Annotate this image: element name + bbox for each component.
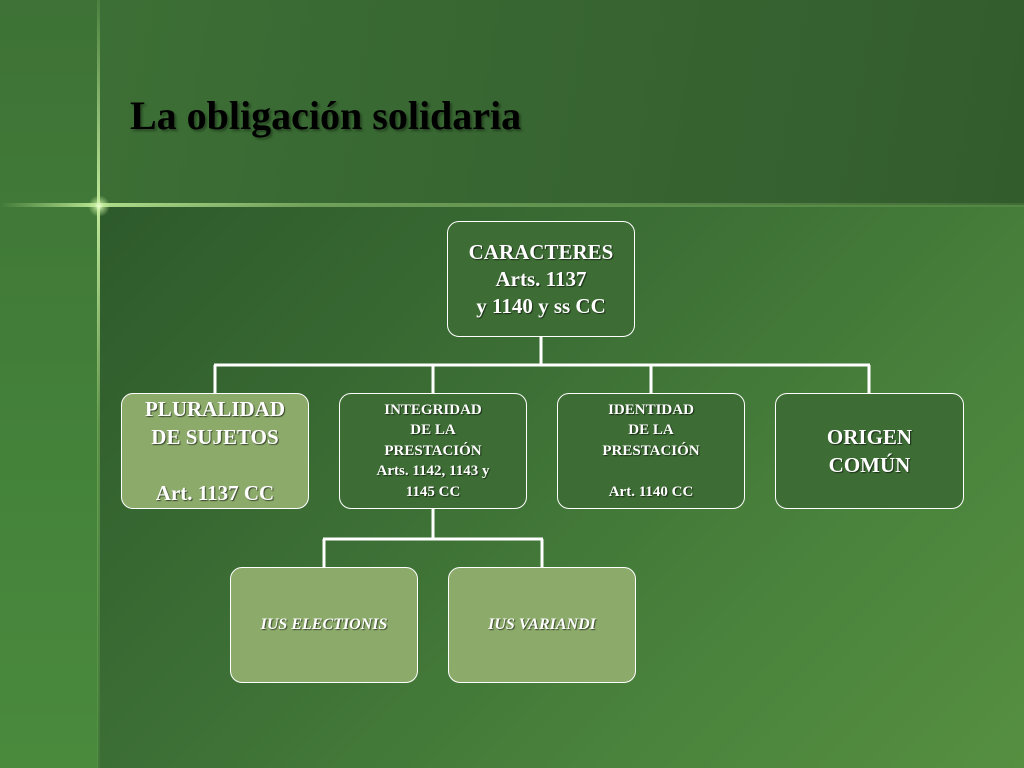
node-identidad-line-2: DE LA	[628, 422, 674, 439]
node-pluralidad-spacer	[212, 451, 217, 479]
node-origen-comun: ORIGEN COMÚN	[775, 393, 964, 509]
background-left-strip	[0, 0, 98, 768]
node-identidad-line-5: Art. 1140 CC	[608, 483, 694, 500]
node-caracteres: CARACTERES Arts. 1137 y 1140 y ss CC	[447, 221, 635, 337]
node-integridad-line-3: PRESTACIÓN	[384, 442, 482, 459]
node-identidad-de-la-prestacion: IDENTIDAD DE LA PRESTACIÓN Art. 1140 CC	[557, 393, 745, 509]
node-caracteres-line-3: y 1140 y ss CC	[476, 293, 606, 318]
node-origen-line-2: COMÚN	[828, 453, 911, 477]
node-integridad-line-4: Arts. 1142, 1143 y	[376, 463, 490, 480]
node-integridad-line-2: DE LA	[410, 422, 456, 439]
decorative-horizontal-glow-line	[0, 203, 1024, 207]
node-pluralidad-line-4: Art. 1137 CC	[155, 481, 275, 505]
node-ius-variandi-label: IUS VARIANDI	[488, 616, 596, 633]
node-integridad-line-5: 1145 CC	[405, 483, 461, 500]
node-caracteres-line-1: CARACTERES	[468, 239, 614, 264]
decorative-vertical-glow-line	[97, 0, 100, 768]
node-identidad-line-1: IDENTIDAD	[608, 401, 694, 418]
node-pluralidad-line-2: DE SUJETOS	[151, 425, 279, 449]
node-ius-electionis-label: IUS ELECTIONIS	[260, 616, 388, 633]
node-caracteres-line-2: Arts. 1137	[495, 266, 587, 291]
slide-title: La obligación solidaria	[130, 93, 522, 138]
node-identidad-spacer	[649, 461, 653, 482]
node-origen-line-1: ORIGEN	[826, 425, 913, 449]
node-integridad-de-la-prestacion: INTEGRIDAD DE LA PRESTACIÓN Arts. 1142, …	[339, 393, 527, 509]
background-header-band	[98, 0, 1024, 205]
node-ius-variandi: IUS VARIANDI	[448, 567, 636, 683]
node-ius-electionis: IUS ELECTIONIS	[230, 567, 418, 683]
node-integridad-line-1: INTEGRIDAD	[384, 401, 482, 418]
decorative-sparkle	[88, 195, 110, 217]
node-pluralidad-de-sujetos: PLURALIDAD DE SUJETOS Art. 1137 CC	[121, 393, 309, 509]
node-identidad-line-3: PRESTACIÓN	[602, 442, 700, 459]
node-pluralidad-line-1: PLURALIDAD	[144, 397, 285, 421]
